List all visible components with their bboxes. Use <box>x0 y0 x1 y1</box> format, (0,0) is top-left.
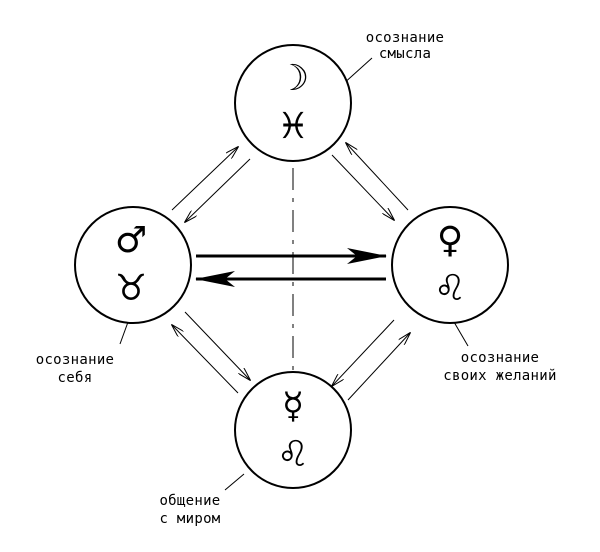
node-left: ♂ ♉ <box>74 206 192 324</box>
label-bottom-line-2: с миром <box>159 511 220 527</box>
label-right-line-2: своих желаний <box>443 368 556 384</box>
leader-right <box>453 321 469 347</box>
label-bottom-line-1: общение <box>159 493 220 509</box>
label-top: осознание смысла <box>366 30 445 62</box>
arrow-left-to-bottom <box>184 311 250 380</box>
leader-bottom <box>224 473 245 491</box>
arrows-top-left <box>171 147 251 222</box>
taurus-icon: ♉ <box>115 268 147 309</box>
label-left: осознание себя <box>36 352 115 386</box>
mercury-icon: ☿ <box>282 386 304 427</box>
pisces-icon: ♓ <box>277 106 309 147</box>
arrow-top-to-right <box>331 154 394 220</box>
mars-icon: ♂ <box>115 220 147 261</box>
moon-crescent-icon: ☽ <box>277 58 309 99</box>
leo-icon: ♌ <box>277 434 309 475</box>
label-top-line-1: осознание <box>366 30 445 46</box>
arrows-top-right <box>331 143 409 220</box>
leader-left <box>119 321 129 345</box>
arrow-top-to-left <box>185 158 251 222</box>
label-top-line-2: смысла <box>379 46 431 62</box>
venus-icon: ♀ <box>437 220 463 261</box>
arrows-left-bottom <box>172 311 250 394</box>
label-right: осознание своих желаний <box>443 350 556 384</box>
label-left-line-1: осознание <box>36 352 115 368</box>
label-right-line-1: осознание <box>461 350 540 366</box>
arrow-right-to-top <box>346 143 409 211</box>
node-bottom: ☿ ♌ <box>234 371 352 489</box>
label-left-line-2: себя <box>58 370 93 386</box>
arrow-right-to-bottom <box>332 319 395 386</box>
arrow-bottom-to-right <box>347 333 410 401</box>
node-top: ☽ ♓ <box>234 44 352 162</box>
node-right: ♀ ♌ <box>391 206 509 324</box>
label-bottom: общение с миром <box>159 493 220 527</box>
arrows-right-bottom <box>332 319 410 401</box>
arrow-left-to-top <box>171 147 238 211</box>
arrow-bottom-to-left <box>172 325 239 394</box>
leo-icon: ♌ <box>434 268 466 309</box>
